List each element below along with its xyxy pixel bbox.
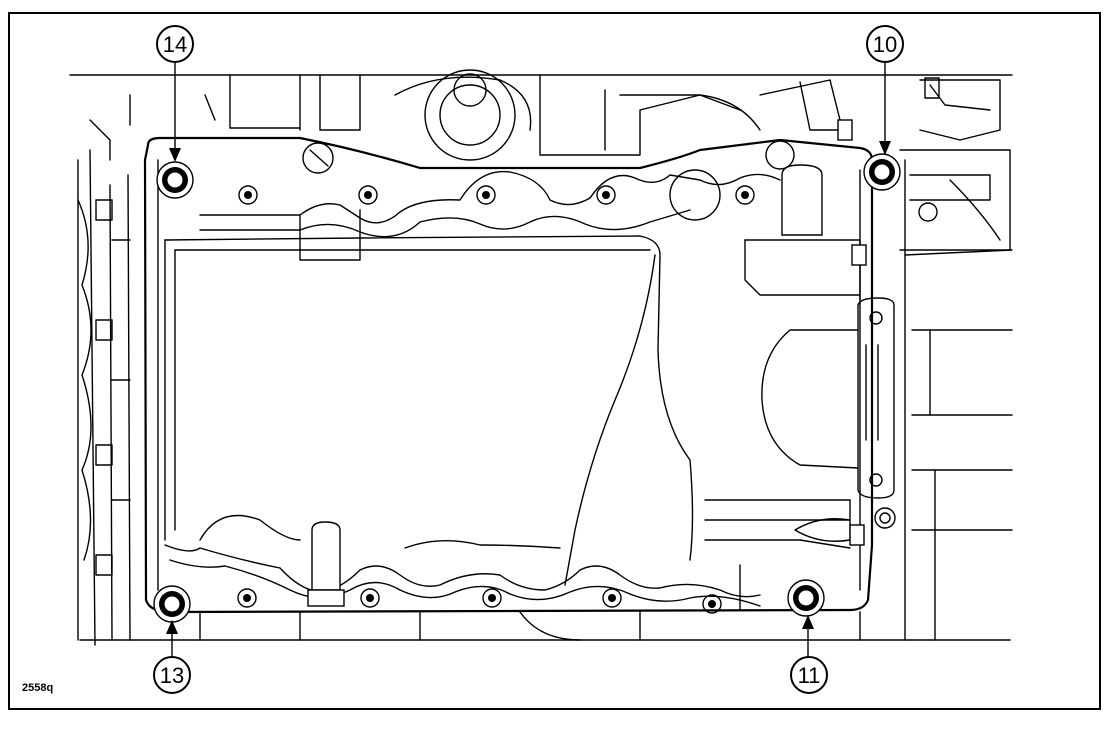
bolt-small [735, 185, 755, 205]
callout-10: 10 [866, 25, 904, 63]
engine-lower-background [79, 611, 1011, 641]
callout-13-label: 13 [160, 663, 184, 688]
callout-14-label: 14 [163, 32, 187, 57]
bolt-small [358, 185, 378, 205]
bolt-small [476, 185, 496, 205]
bolt-14 [156, 161, 194, 199]
figure-code: 2558q [22, 682, 54, 694]
bolt-10 [863, 153, 901, 191]
engine-right-side [744, 149, 1013, 641]
callout-leaders [166, 62, 891, 659]
engine-left-side [77, 119, 131, 646]
bolt-11 [787, 579, 825, 617]
bolt-small [596, 185, 616, 205]
bolt-small [237, 588, 257, 608]
bolt-small [702, 594, 722, 614]
flange-bolts [237, 119, 867, 614]
callout-11: 11 [790, 656, 828, 694]
bolt-small [238, 185, 258, 205]
callout-11-label: 11 [798, 663, 821, 688]
callout-13: 13 [153, 656, 191, 694]
highlighted-bolts [153, 153, 901, 623]
figure-frame [8, 12, 1101, 710]
bolt-hex [849, 524, 865, 546]
bolt-small [482, 588, 502, 608]
bolt-hex [837, 119, 853, 141]
bolt-hex [851, 244, 867, 266]
bolt-13 [153, 585, 191, 623]
oil-pan-flange [143, 136, 874, 614]
bolt-small [360, 588, 380, 608]
callout-10-label: 10 [873, 32, 897, 57]
bolt-small [602, 588, 622, 608]
callout-14: 14 [156, 25, 194, 63]
engine-upper-background [69, 69, 1013, 161]
